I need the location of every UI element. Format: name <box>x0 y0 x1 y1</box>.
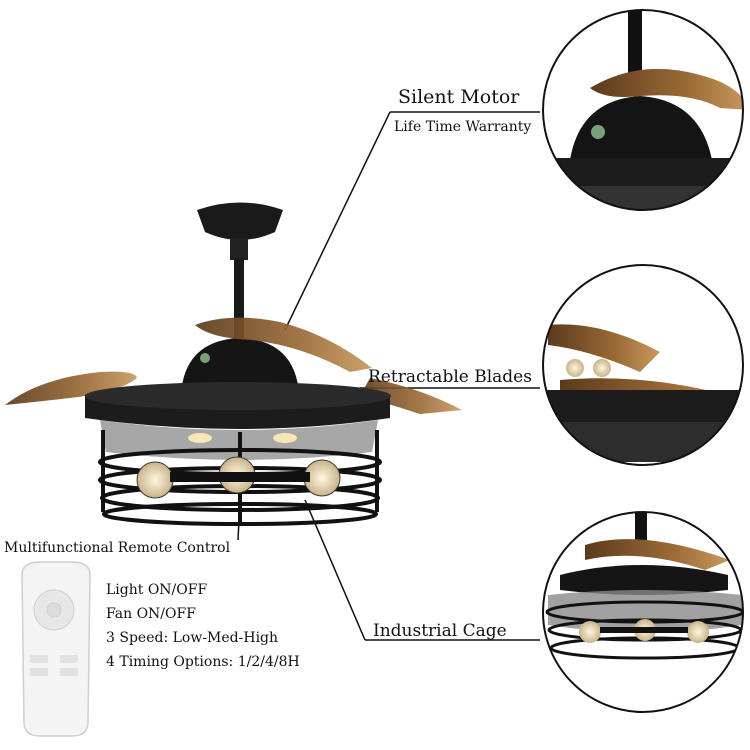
feature-timing: 4 Timing Options: 1/2/4/8H <box>106 654 300 670</box>
warranty-label: Life Time Warranty <box>394 119 532 135</box>
feature-light: Light ON/OFF <box>106 582 208 598</box>
remote-control <box>21 561 91 737</box>
detail-circle-cage <box>542 511 744 713</box>
industrial-cage-label: Industrial Cage <box>373 621 507 641</box>
remote-control-label: Multifunctional Remote Control <box>4 540 231 556</box>
detail-circle-blades <box>542 264 744 466</box>
feature-fan: Fan ON/OFF <box>106 606 196 622</box>
silent-motor-label: Silent Motor <box>398 86 520 108</box>
retractable-blades-label: Retractable Blades <box>368 367 532 387</box>
remote-feature-list: Light ON/OFF Fan ON/OFF 3 Speed: Low-Med… <box>106 578 300 674</box>
feature-speed: 3 Speed: Low-Med-High <box>106 630 279 646</box>
ceiling-fan-main <box>5 202 462 526</box>
detail-circle-motor <box>542 9 744 211</box>
